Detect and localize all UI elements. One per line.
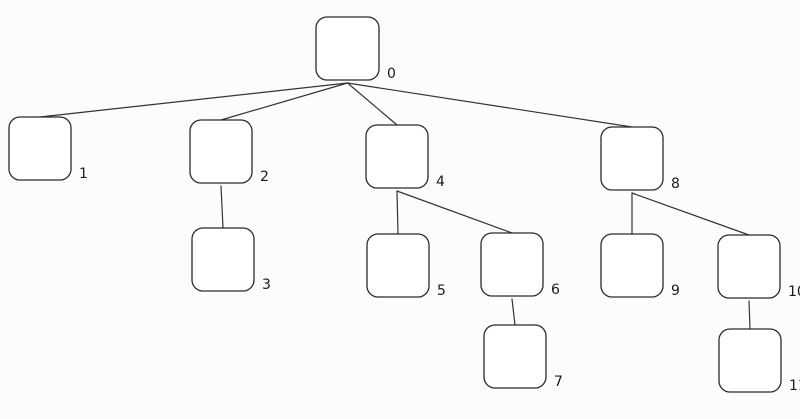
edge-0-2 xyxy=(220,82,349,121)
tree-node-5: 5 xyxy=(366,233,446,299)
node-label-3: 3 xyxy=(262,277,271,293)
edge-6-7 xyxy=(511,298,516,326)
node-label-10: 10 xyxy=(788,284,800,300)
tree-node-4: 4 xyxy=(365,124,445,190)
tree-node-7: 7 xyxy=(483,324,563,390)
node-label-11: 11 xyxy=(789,378,800,394)
edge-4-5 xyxy=(396,190,399,235)
node-box-6 xyxy=(480,232,544,297)
nodes: 0 1 2 3 4 5 6 7 8 9 10 11 xyxy=(8,16,800,394)
edge-2-3 xyxy=(220,185,224,229)
node-box-1 xyxy=(8,116,72,181)
node-box-3 xyxy=(191,227,255,292)
node-box-2 xyxy=(189,119,253,184)
edges xyxy=(39,82,751,330)
tree-node-0: 0 xyxy=(315,16,396,82)
node-box-5 xyxy=(366,233,430,298)
tree-node-10: 10 xyxy=(717,234,800,300)
node-box-10 xyxy=(717,234,781,299)
tree-node-9: 9 xyxy=(600,233,680,299)
node-box-0 xyxy=(315,16,380,81)
edge-0-1 xyxy=(39,82,349,118)
node-label-9: 9 xyxy=(671,283,680,299)
tree-node-3: 3 xyxy=(191,227,271,293)
tree-node-2: 2 xyxy=(189,119,269,185)
node-box-11 xyxy=(718,328,782,393)
edge-0-8 xyxy=(346,82,633,128)
edge-10-11 xyxy=(748,300,751,330)
edge-4-6 xyxy=(396,190,513,234)
node-label-8: 8 xyxy=(671,176,680,192)
node-box-7 xyxy=(483,324,547,389)
node-label-1: 1 xyxy=(79,166,88,182)
tree-node-1: 1 xyxy=(8,116,88,182)
tree-node-11: 11 xyxy=(718,328,800,394)
node-box-4 xyxy=(365,124,429,189)
node-label-0: 0 xyxy=(387,66,396,82)
node-box-9 xyxy=(600,233,664,298)
node-label-2: 2 xyxy=(260,169,269,185)
node-label-4: 4 xyxy=(436,174,445,190)
tree-node-6: 6 xyxy=(480,232,560,298)
node-label-6: 6 xyxy=(551,282,560,298)
edge-0-4 xyxy=(346,82,398,126)
tree-node-8: 8 xyxy=(600,126,680,192)
node-label-7: 7 xyxy=(554,374,563,390)
node-label-5: 5 xyxy=(437,283,446,299)
edge-8-10 xyxy=(631,192,750,236)
node-box-8 xyxy=(600,126,664,191)
